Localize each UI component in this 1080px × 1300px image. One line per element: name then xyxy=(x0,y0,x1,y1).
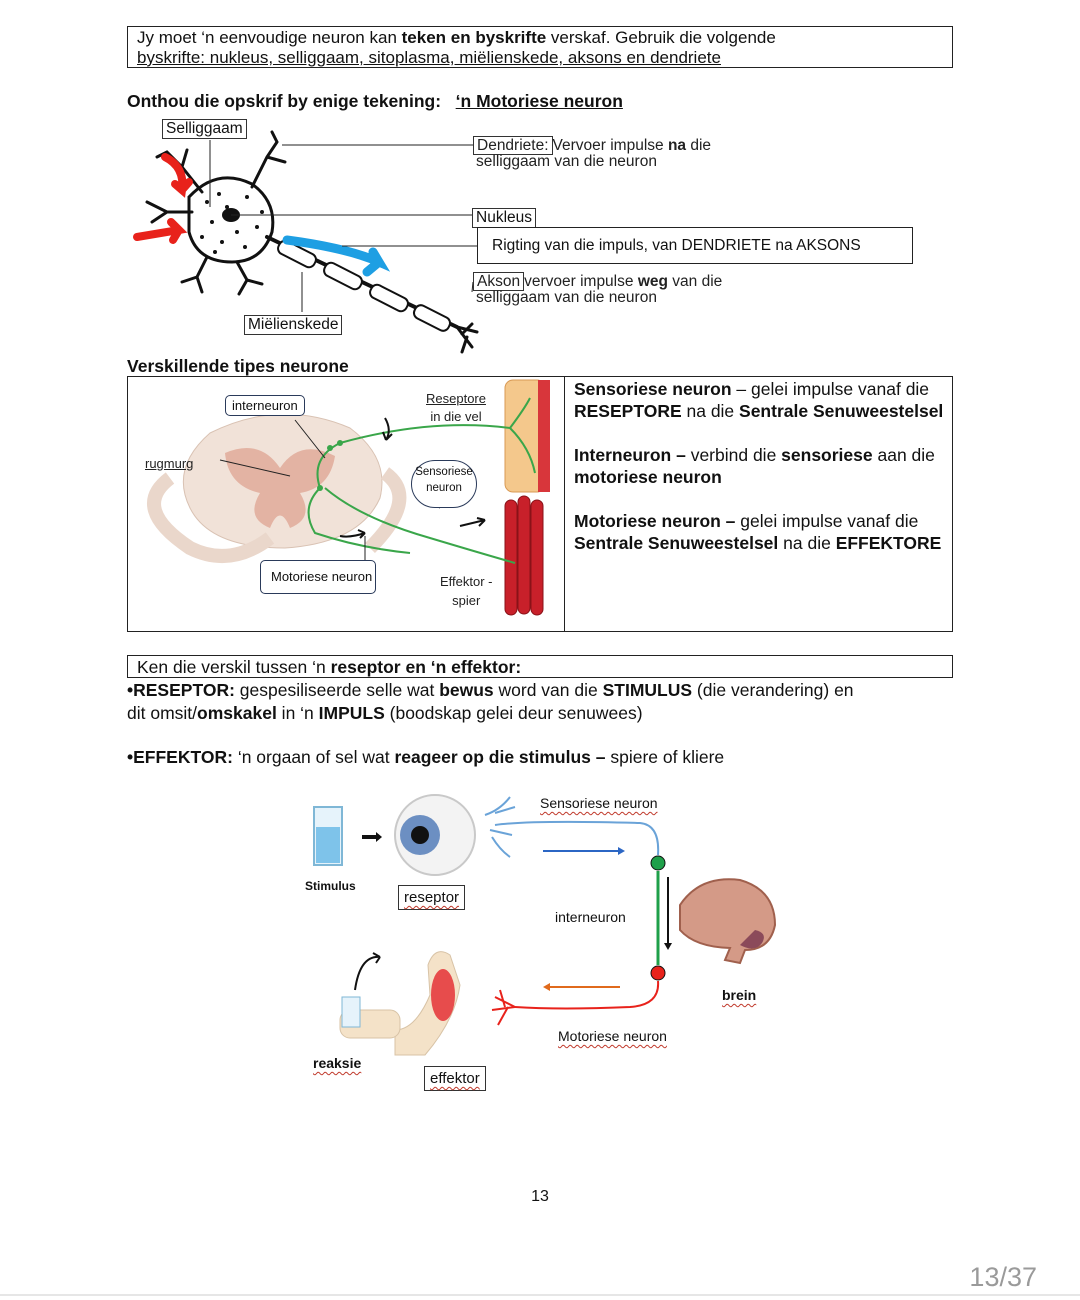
label-effektor-spier: Effektor - spier xyxy=(440,574,493,608)
label-motoriese-neuron-reflex: Motoriese neuron xyxy=(558,1028,667,1044)
sensory-description: Sensoriese neuron – gelei impulse vanaf … xyxy=(574,379,944,421)
reseptor-definition: •RESEPTOR: gespesiliseerde selle wat bew… xyxy=(127,680,854,723)
label-akson: Akson xyxy=(473,272,525,291)
label-reseptore: Reseptore in die vel xyxy=(426,391,486,424)
label-interneuron-reflex: interneuron xyxy=(555,909,626,925)
label-reaksie: reaksie xyxy=(313,1055,362,1071)
label-effektor: effektor xyxy=(424,1066,486,1091)
label-stimulus: Stimulus xyxy=(305,879,356,893)
motor-neuron-diagram xyxy=(133,130,479,354)
page-number: 13 xyxy=(531,1188,549,1205)
types-heading: Verskillende tipes neurone xyxy=(127,356,349,376)
intro-line-1: Jy moet ‘n eenvoudige neuron kan teken e… xyxy=(137,28,776,47)
label-mielienskede: Miëlienskede xyxy=(244,315,343,335)
label-sensoriese-neuron: Sensoriese neuron xyxy=(411,460,477,508)
label-interneuron: interneuron xyxy=(225,395,305,416)
label-dendriete: Dendriete: xyxy=(473,136,553,155)
label-rugmurg: rugmurg xyxy=(145,456,194,471)
bottom-divider xyxy=(0,1294,1080,1296)
inter-description: Interneuron – verbind die sensoriese aan… xyxy=(574,445,935,487)
muscle-shape xyxy=(504,495,544,616)
label-rigting: Rigting van die impuls, van DENDRIETE na… xyxy=(477,227,913,264)
intro-line-2: byskrifte: nukleus, selliggaam, sitoplas… xyxy=(137,48,721,67)
neuron-types-diagram xyxy=(147,379,550,616)
motor-description: Motoriese neuron – gelei impulse vanaf d… xyxy=(574,511,942,553)
impulse-direction-arrow xyxy=(282,235,391,277)
label-reseptor: reseptor xyxy=(398,885,466,910)
brain-shape xyxy=(679,878,777,965)
grey-matter xyxy=(225,448,335,528)
reflex-arc-diagram xyxy=(313,794,777,1056)
page-counter: 13/37 xyxy=(969,1262,1037,1292)
types-descriptions: Sensoriese neuron – gelei impulse vanaf … xyxy=(574,378,946,576)
impulse-in-arrow-upper xyxy=(161,153,193,198)
dendriete-note: Dendriete:Vervoer impulse na die selligg… xyxy=(473,136,711,169)
label-brein: brein xyxy=(722,987,757,1003)
difference-heading: Ken die verskil tussen ‘n reseptor en ‘n… xyxy=(127,655,953,678)
label-sensoriese-neuron-reflex: Sensoriese neuron xyxy=(540,795,658,811)
types-divider xyxy=(564,376,565,632)
impulse-in-arrow-lower xyxy=(133,218,188,244)
effektor-definition: •EFFEKTOR: ‘n orgaan of sel wat reageer … xyxy=(127,747,725,767)
intro-box: Jy moet ‘n eenvoudige neuron kan teken e… xyxy=(127,26,953,68)
label-selliggaam: Selliggaam xyxy=(162,119,247,139)
motor-neuron-heading: Onthou die opskrif by enige tekening: ‘n… xyxy=(127,91,623,111)
label-motoriese-neuron: Motoriese neuron xyxy=(260,560,377,594)
label-nukleus: Nukleus xyxy=(472,208,536,228)
types-frame xyxy=(127,376,953,632)
